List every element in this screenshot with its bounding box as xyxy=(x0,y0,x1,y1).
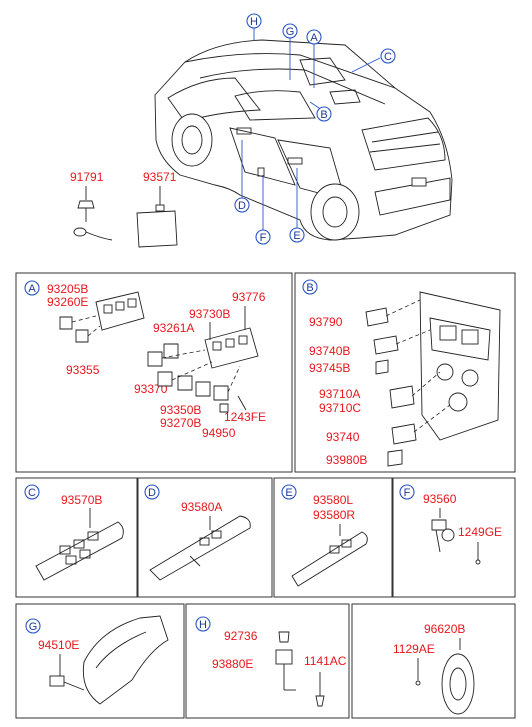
power-window-switch xyxy=(35,508,124,581)
panel-b-center-console xyxy=(365,291,501,467)
door-switch-d xyxy=(149,515,251,581)
part-number-91791: 91791 xyxy=(70,170,104,184)
svg-text:C: C xyxy=(384,51,392,63)
part-number-93580a: 93580A xyxy=(181,500,222,514)
svg-text:G: G xyxy=(29,621,38,633)
svg-text:E: E xyxy=(285,487,292,499)
svg-text:B: B xyxy=(320,109,327,121)
panel-i xyxy=(351,603,516,719)
part-number-93710c: 93710C xyxy=(319,401,361,415)
svg-text:D: D xyxy=(238,200,246,212)
part-number-1249ge: 1249GE xyxy=(458,525,502,539)
panel-g-label: G xyxy=(25,618,41,634)
svg-text:B: B xyxy=(306,282,313,294)
svg-text:H: H xyxy=(199,619,207,631)
part-number-93745b: 93745B xyxy=(309,361,350,375)
instrument-cluster-housing xyxy=(49,615,169,705)
part-number-93350b: 93350B xyxy=(160,403,201,417)
trunk-lamp-switch xyxy=(275,631,325,707)
svg-text:G: G xyxy=(286,26,295,38)
vehicle-illustration xyxy=(154,39,453,241)
part-number-93580l: 93580L xyxy=(313,493,353,507)
panel-a xyxy=(15,272,293,473)
callout-leaders xyxy=(241,28,381,230)
callout-h: H xyxy=(246,13,262,29)
door-courtesy-switch xyxy=(431,508,481,565)
part-number-93261a: 93261A xyxy=(153,321,194,335)
part-number-93980b: 93980B xyxy=(326,453,367,467)
part-number-1141ac: 1141AC xyxy=(304,654,347,668)
part-number-92736: 92736 xyxy=(224,629,258,643)
part-number-93880e: 93880E xyxy=(212,657,253,671)
part-91791-ground-bolt: 91791 xyxy=(70,170,113,241)
panel-b-label: B xyxy=(302,279,318,295)
callout-e: E xyxy=(289,227,305,243)
svg-text:A: A xyxy=(28,283,36,295)
callout-b: B xyxy=(316,106,332,122)
part-number-94950: 94950 xyxy=(202,426,236,440)
panel-c-label: C xyxy=(24,484,40,500)
panel-f xyxy=(392,477,516,598)
svg-text:F: F xyxy=(260,232,267,244)
part-number-93710a: 93710A xyxy=(319,387,360,401)
svg-text:F: F xyxy=(404,487,411,499)
svg-text:A: A xyxy=(310,32,318,44)
part-number-93740: 93740 xyxy=(326,430,360,444)
part-number-93776: 93776 xyxy=(232,290,266,304)
part-number-93571: 93571 xyxy=(143,170,177,184)
callout-f: F xyxy=(255,229,271,245)
part-number-93730b: 93730B xyxy=(189,307,230,321)
panel-e-label: E xyxy=(281,484,297,500)
part-number-93580r: 93580R xyxy=(313,508,355,522)
panel-a-switch-parts xyxy=(59,291,259,413)
part-number-93790: 93790 xyxy=(309,315,343,329)
panel-d-label: D xyxy=(144,484,160,500)
svg-text:C: C xyxy=(28,487,36,499)
panel-f-label: F xyxy=(399,484,415,500)
svg-text:H: H xyxy=(250,16,258,28)
callout-c: C xyxy=(380,48,396,64)
part-number-96620b: 96620B xyxy=(424,622,465,636)
panel-h-label: H xyxy=(195,616,211,632)
part-number-1243fe: 1243FE xyxy=(224,410,266,424)
callout-d: D xyxy=(234,197,250,213)
part-number-93205b: 93205B xyxy=(47,282,88,296)
horn xyxy=(415,638,475,715)
part-number-93270b: 93270B xyxy=(160,416,201,430)
part-number-94510e: 94510E xyxy=(38,638,79,652)
callout-a: A xyxy=(306,29,322,45)
svg-text:D: D xyxy=(148,487,156,499)
part-number-93355: 93355 xyxy=(66,363,100,377)
part-number-93740b: 93740B xyxy=(309,344,350,358)
part-93571-relay: 93571 xyxy=(136,170,178,248)
callout-g: G xyxy=(282,23,298,39)
part-number-93260e: 93260E xyxy=(47,295,88,309)
part-number-93570b: 93570B xyxy=(61,493,102,507)
part-number-93560: 93560 xyxy=(423,492,457,506)
part-number-1129ae: 1129AE xyxy=(393,642,435,656)
door-switch-e xyxy=(291,524,368,587)
panel-a-label: A xyxy=(24,280,40,296)
svg-text:E: E xyxy=(293,230,300,242)
